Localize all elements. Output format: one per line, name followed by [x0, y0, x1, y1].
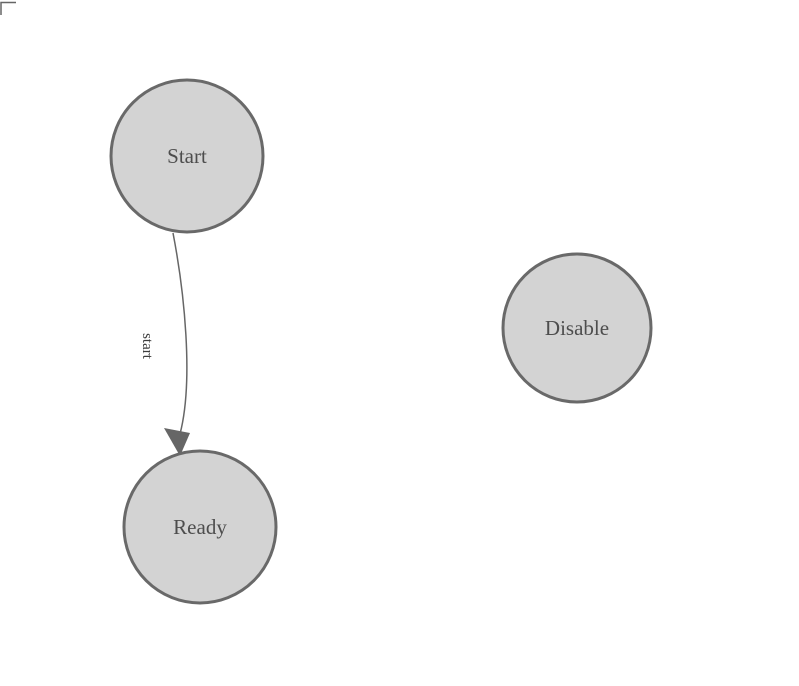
canvas-origin-corner-icon — [0, 1, 16, 15]
node-ready-circle[interactable] — [122, 449, 278, 605]
edge-start-to-ready[interactable]: start — [139, 232, 190, 456]
edge-label-start[interactable]: start — [139, 333, 155, 360]
edge-line[interactable] — [172, 232, 188, 435]
node-disable[interactable]: Disable — [501, 252, 653, 404]
node-start[interactable]: Start — [109, 78, 265, 234]
node-start-circle[interactable] — [109, 78, 265, 234]
arrowhead-icon — [164, 428, 190, 456]
node-ready[interactable]: Ready — [122, 449, 278, 605]
node-disable-circle[interactable] — [501, 252, 653, 404]
